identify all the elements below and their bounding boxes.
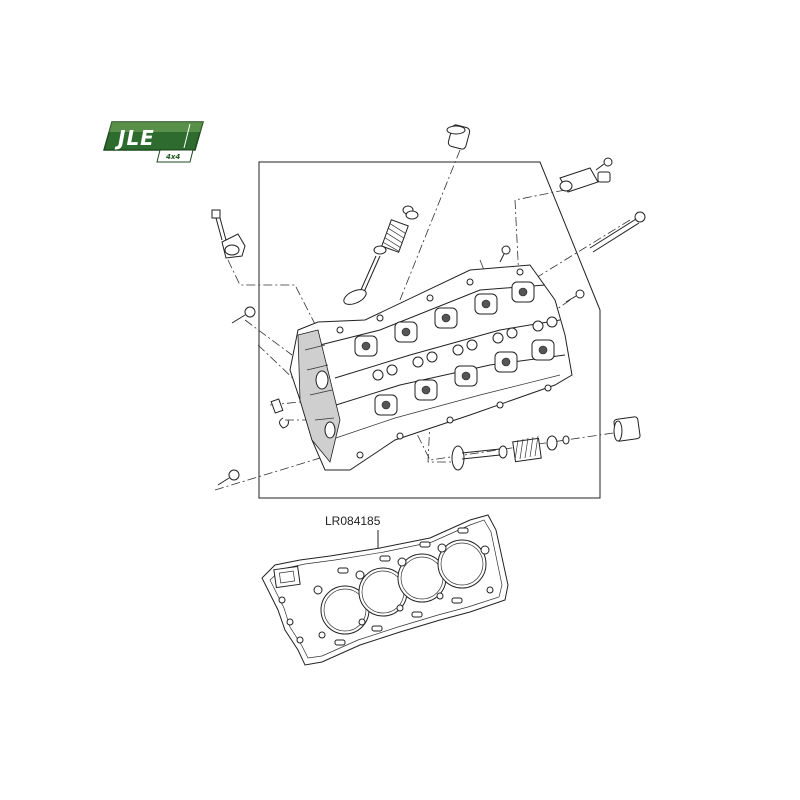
assembly-frame: [258, 161, 601, 499]
logo-main-text: JLE: [114, 126, 155, 150]
head-bolt-holes: [336, 268, 552, 459]
part-number-label: LR084185: [325, 514, 381, 528]
jle-4x4-logo: JLE 4x4: [103, 121, 204, 163]
cylinder-head: [289, 264, 573, 471]
head-gasket: [261, 514, 509, 666]
upper-right-hardware: [499, 157, 646, 303]
cam-towers-upper: [354, 281, 535, 357]
lower-valve-parts: [451, 416, 641, 471]
gasket-bores: [320, 539, 487, 635]
left-hardware: [211, 209, 289, 486]
cam-towers-lower: [374, 339, 555, 416]
upper-valve-parts: [343, 124, 471, 305]
gasket-ports: [278, 527, 494, 646]
valve-bores: [372, 316, 558, 381]
logo-sub-text: 4x4: [166, 153, 180, 161]
